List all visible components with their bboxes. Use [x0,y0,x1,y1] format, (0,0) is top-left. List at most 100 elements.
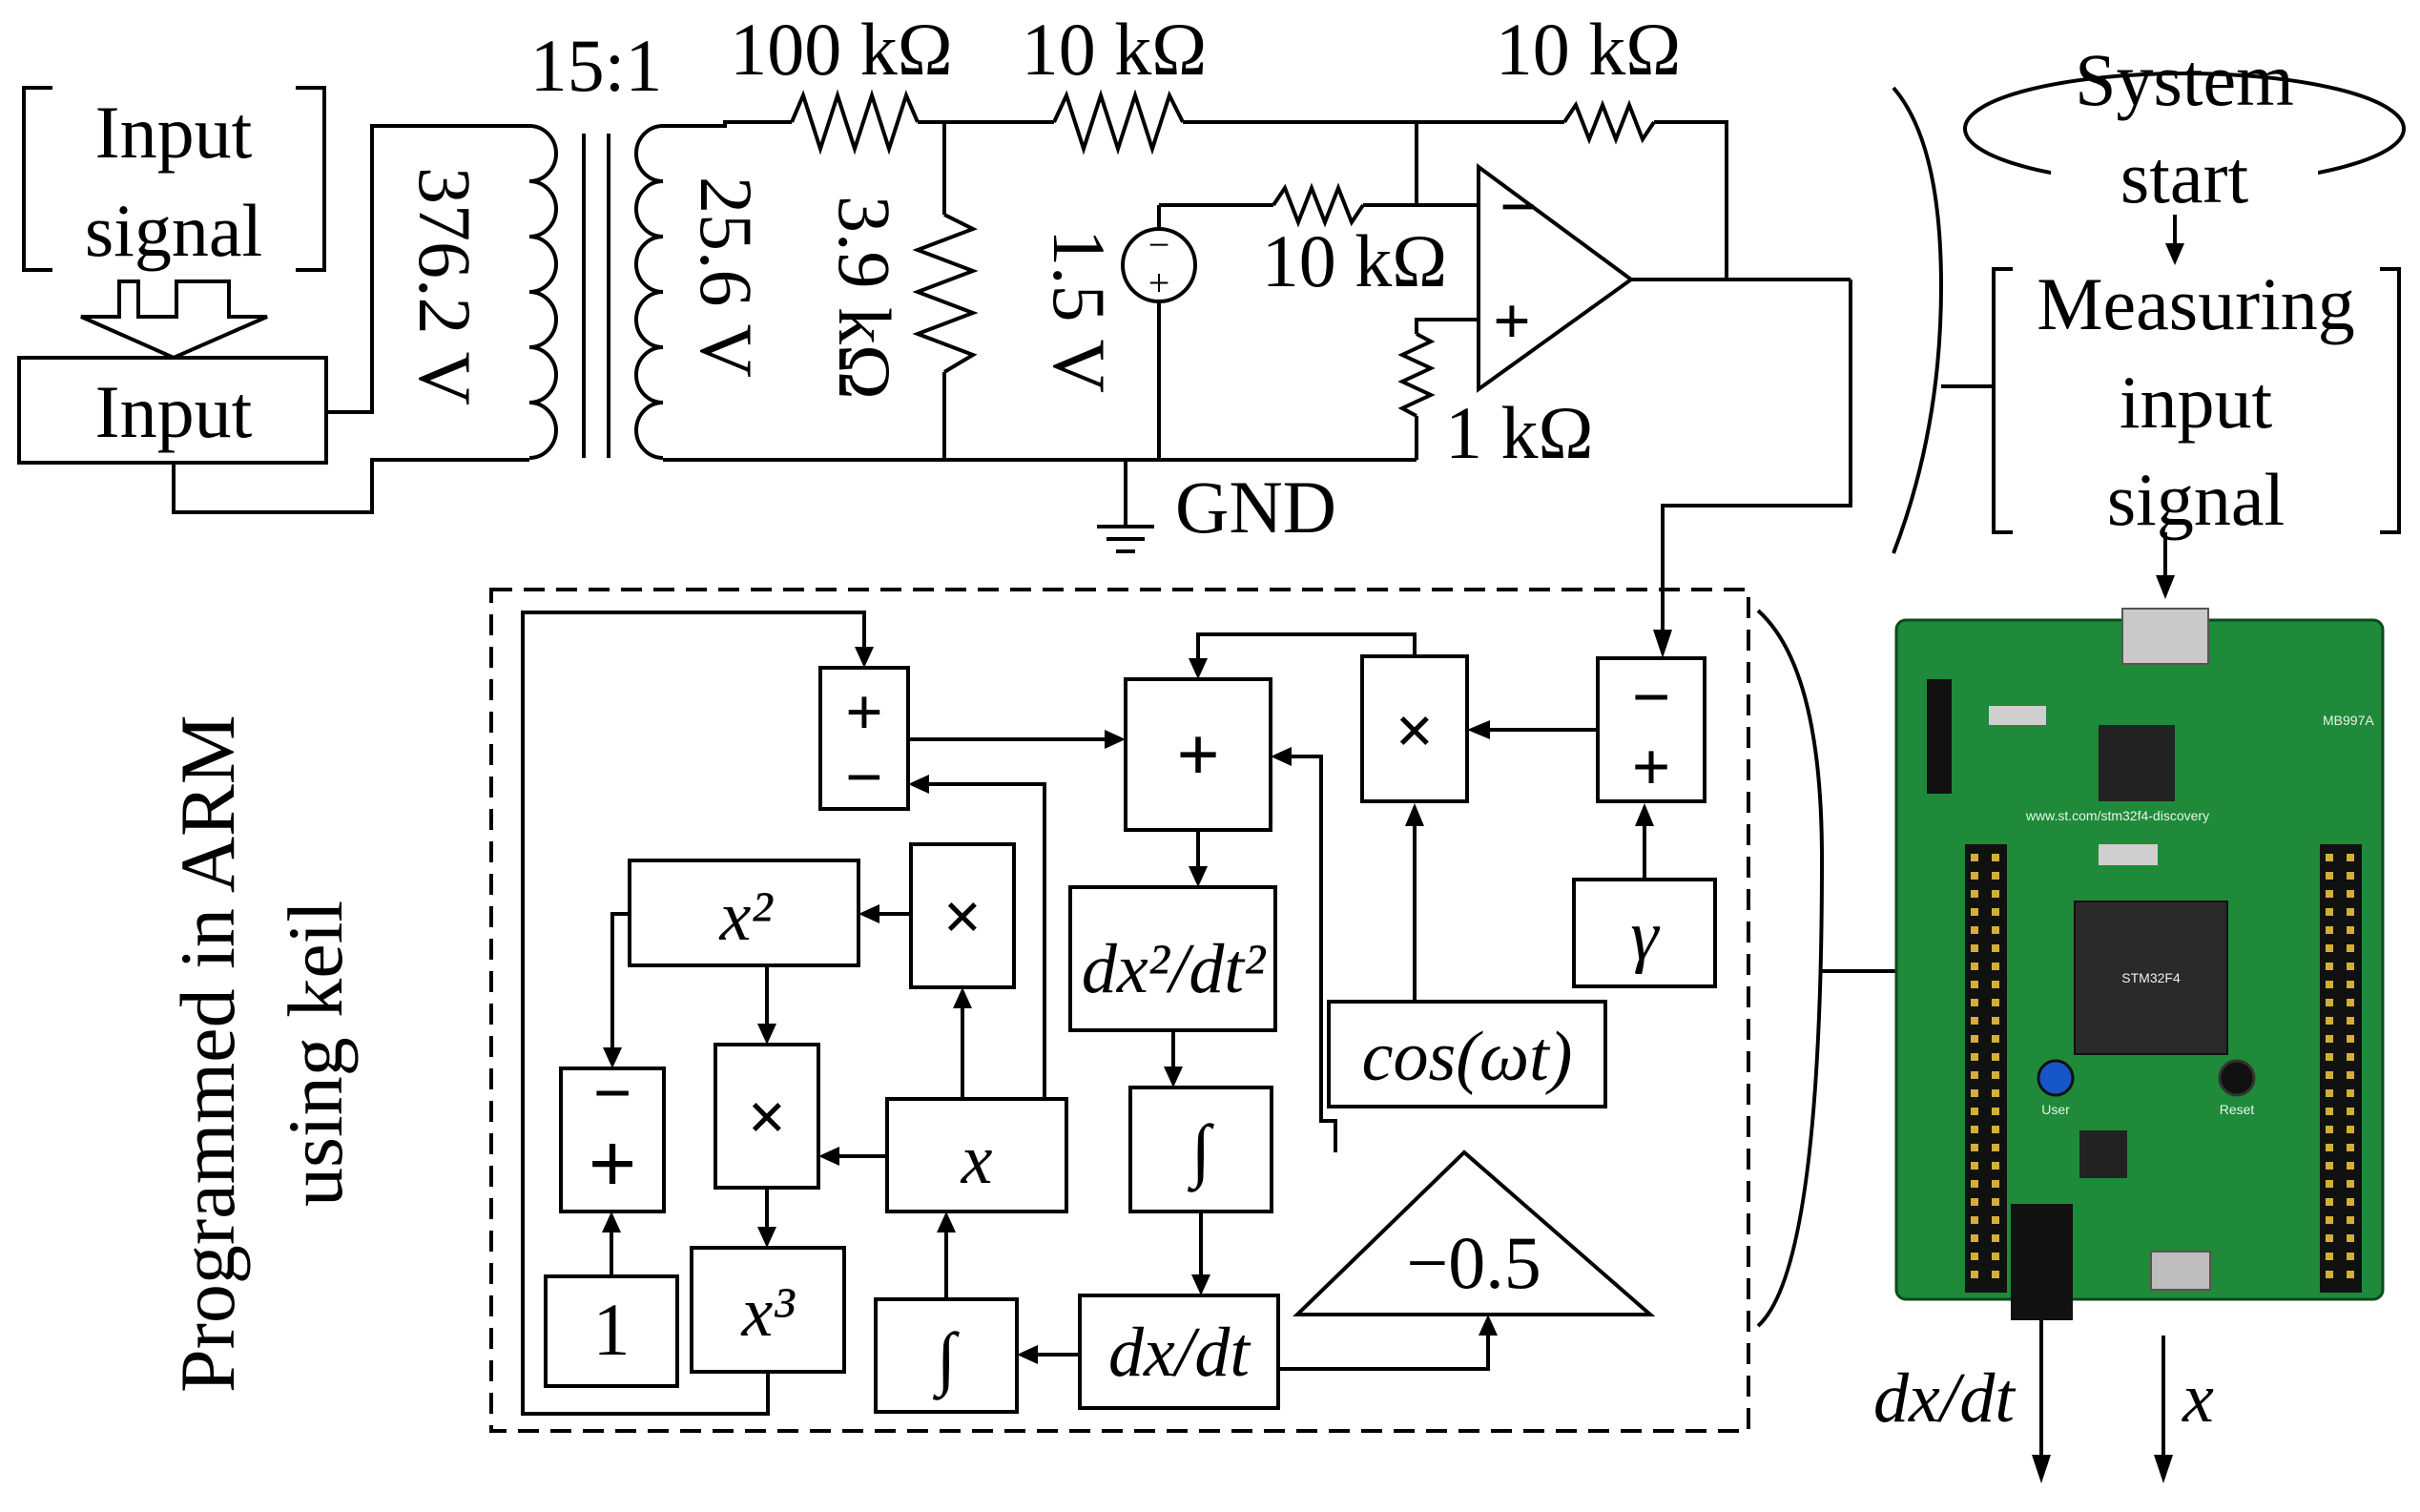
x-squared-block [628,859,860,967]
arm-side-label-1: Programmed in ARM [164,715,251,1393]
header-pin [1971,908,1978,916]
header-pin [2326,1216,2333,1224]
header-pin [1971,1126,1978,1133]
opamp-minus-label: − [1500,171,1538,244]
mult-x-x-symbol: × [942,879,982,955]
header-pin [2326,999,2333,1006]
header-pin [2347,1271,2354,1278]
input-signal-label-line1: Input [95,91,253,174]
reset-button [2218,1059,2256,1097]
x-label: x [961,1121,993,1199]
stlink-chip [2099,725,2175,801]
header-pin [1992,944,1999,952]
header-pin [1992,1126,1999,1133]
header-pin [1992,981,1999,988]
usb-mini-connector [2121,608,2209,665]
header-pin [2347,1180,2354,1188]
header-pin [2347,890,2354,898]
header-pin [2347,963,2354,970]
header-pin [2326,908,2333,916]
r-noninverting-label: 1 kΩ [1445,391,1593,474]
primary-voltage-label: 376.2 V [403,167,486,405]
d2x-dt2-block [1068,885,1277,1032]
header-pin [2347,999,2354,1006]
input-signal-block: Input signal [22,86,326,361]
header-pin [1992,999,1999,1006]
gnd-label: GND [1175,466,1336,549]
header-pin [1992,926,1999,934]
header-pin [1971,1271,1978,1278]
header-pin [1971,1198,1978,1206]
header-pin [1971,1162,1978,1170]
header-pin [2326,1271,2333,1278]
header-pin [1992,1271,1999,1278]
header-pin [1992,1035,1999,1043]
arm-side-label-2: using keil [272,901,359,1207]
resistor-10k-inverting [1272,182,1365,228]
header-pin [1971,944,1978,952]
header-pin [1971,999,1978,1006]
x-cubed-block [690,1246,846,1374]
header-pin [2347,1234,2354,1242]
turns-ratio-label: 15:1 [530,24,663,107]
sub-one-block [559,1067,666,1213]
opamp-plus-label: + [1493,285,1531,359]
resistor-10k-feedback [1562,99,1656,145]
system-start-line1: System [2075,38,2294,121]
neg-half-label: −0.5 [1406,1221,1541,1304]
header-pin [2347,944,2354,952]
mult-x2-x-symbol: × [747,1079,786,1155]
header-pin [2326,1071,2333,1079]
header-pin [2326,1180,2333,1188]
header-pin [2347,908,2354,916]
mult-cos-symbol: × [1395,693,1434,769]
opamp: − + [1477,163,1635,393]
header-pin [1971,981,1978,988]
header-pin [1992,1071,1999,1079]
cos-wt-block [1327,1000,1607,1108]
header-pin [1971,1089,1978,1097]
header-pin [2326,1035,2333,1043]
sub-input-plus: + [1631,729,1670,805]
sum-top-left-minus: − [845,741,883,815]
integral-1-label: ∫ [1188,1111,1215,1192]
source-minus: − [1148,223,1170,266]
header-pin [2326,1253,2333,1260]
header-pin [2326,1144,2333,1151]
header-pin [1971,1144,1978,1151]
header-pin [2347,1216,2354,1224]
header-pin [1992,1253,1999,1260]
sub-one-plus: + [588,1117,636,1212]
usb-micro-connector [2150,1251,2211,1291]
flow-brace [1892,86,1944,554]
crystal-1 [1989,706,2046,725]
reset-button-label: Reset [2220,1102,2255,1117]
output-dxdt-label: dx/dt [1873,1359,2017,1438]
sum-top-left-plus: + [845,676,883,750]
header-pin [1992,1144,1999,1151]
header-pin [2347,1035,2354,1043]
audio-jack [2011,1204,2073,1320]
header-pin [2326,1126,2333,1133]
input-signal-label-line2: signal [85,189,262,272]
x-cubed-label: x³ [740,1274,796,1352]
secondary-voltage-label: 25.6 V [685,176,768,378]
user-button-label: User [2041,1102,2070,1117]
system-start-line2: start [2120,135,2249,218]
header-pin [2347,1198,2354,1206]
header-pin [2326,890,2333,898]
resistor-100k [790,89,920,155]
header-pin [1992,1053,1999,1061]
header-pin [1992,1089,1999,1097]
header-pin [2326,1162,2333,1170]
header-pin [1992,908,1999,916]
measuring-line2: input [2120,361,2273,444]
header-pin [2347,1144,2354,1151]
secondary-coil [634,124,664,460]
header-pin [2326,1053,2333,1061]
header-pin [2347,872,2354,880]
one-label: 1 [593,1288,631,1371]
measuring-line1: Measuring [2037,262,2355,345]
neg-half-gain-block [1293,1150,1656,1316]
